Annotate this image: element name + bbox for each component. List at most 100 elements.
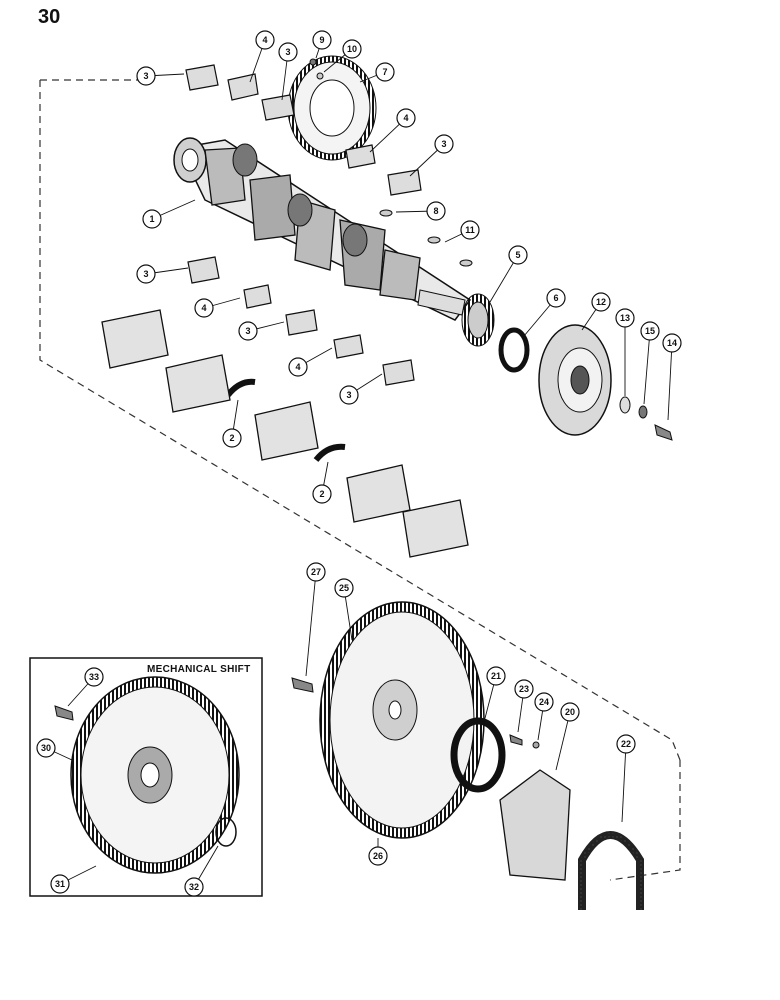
callout-label: 4 — [262, 35, 267, 45]
callout-label: 3 — [245, 326, 250, 336]
callout-bubble — [136, 264, 156, 284]
front-seal — [498, 327, 530, 373]
callout-5: 5 — [489, 245, 528, 303]
rear-seal — [450, 717, 506, 793]
callout-bubble — [312, 30, 332, 50]
callout-label: 8 — [433, 206, 438, 216]
callout-32: 32 — [184, 845, 219, 897]
callout-label: 20 — [565, 707, 575, 717]
leader-line — [667, 342, 673, 421]
callout-label: 4 — [403, 113, 408, 123]
callout-label: 21 — [491, 671, 501, 681]
callout-label: 9 — [319, 35, 324, 45]
callout-label: 5 — [515, 250, 520, 260]
callout-bubble — [640, 321, 660, 341]
callout-8: 8 — [395, 201, 446, 221]
callout-10: 10 — [323, 39, 362, 73]
callout-label: 26 — [373, 851, 383, 861]
callout-bubble — [396, 108, 416, 128]
callout-2: 2 — [222, 399, 242, 448]
callout-bubble — [342, 39, 362, 59]
callout-3: 3 — [238, 321, 285, 341]
callout-bubble — [142, 209, 162, 229]
callout-bubble — [50, 874, 70, 894]
callout-label: 25 — [339, 583, 349, 593]
callout-label: 10 — [347, 44, 357, 54]
callout-27: 27 — [305, 562, 326, 677]
callout-4: 4 — [288, 347, 333, 377]
callout-bubble — [238, 321, 258, 341]
callout-label: 6 — [553, 293, 558, 303]
callout-bubble — [278, 42, 298, 62]
callout-label: 14 — [667, 338, 677, 348]
lower-dashed-outline — [609, 760, 681, 881]
callout-bubble — [426, 201, 446, 221]
callout-4: 4 — [249, 30, 275, 83]
callout-21: 21 — [483, 666, 506, 723]
mechanical-shift-inset: MECHANICAL SHIFT — [29, 657, 263, 897]
callout-bubble — [339, 385, 359, 405]
callout-label: 4 — [201, 303, 206, 313]
callout-bubble — [306, 562, 326, 582]
callout-bubble — [560, 702, 580, 722]
inset-bolt — [54, 705, 74, 721]
callout-22: 22 — [616, 734, 636, 823]
callout-label: 7 — [382, 67, 387, 77]
callout-12: 12 — [581, 292, 611, 331]
callout-23: 23 — [514, 679, 534, 733]
callout-group: 1223333334444567891011121314152021222324… — [36, 30, 682, 897]
callout-bubble — [534, 692, 554, 712]
inset-title: MECHANICAL SHIFT — [147, 664, 251, 675]
leader-line — [305, 571, 317, 677]
callout-13: 13 — [615, 308, 635, 396]
callout-bubble — [184, 877, 204, 897]
callout-bubble — [136, 66, 156, 86]
crank-pulley — [538, 324, 612, 436]
callout-26: 26 — [368, 838, 388, 866]
inset-flywheel — [70, 676, 240, 874]
inset-o-ring — [215, 817, 237, 847]
callout-2: 2 — [312, 461, 332, 504]
seal-retainer — [499, 769, 571, 881]
callout-bubble — [288, 357, 308, 377]
thrust-washer — [225, 378, 256, 397]
callout-4: 4 — [194, 297, 241, 318]
callout-3: 3 — [278, 42, 298, 101]
callout-bubble — [616, 734, 636, 754]
callout-label: 11 — [465, 225, 475, 235]
crank-gear — [287, 55, 377, 161]
callout-label: 3 — [441, 139, 446, 149]
callout-label: 22 — [621, 739, 631, 749]
callout-label: 3 — [346, 390, 351, 400]
page-number: 30 — [38, 6, 61, 28]
callout-label: 24 — [539, 697, 549, 707]
callout-25: 25 — [334, 578, 354, 641]
gear-bolt — [309, 58, 317, 66]
callout-4: 4 — [369, 108, 416, 153]
pulley-bolt — [654, 424, 673, 441]
lock-washer — [638, 405, 648, 419]
callout-bubble — [486, 666, 506, 686]
callout-33: 33 — [67, 667, 104, 707]
retainer-washer — [532, 741, 540, 749]
flywheel — [319, 601, 485, 839]
washer — [619, 396, 631, 414]
callout-3: 3 — [409, 134, 454, 177]
callout-14: 14 — [662, 333, 682, 421]
callout-label: 3 — [285, 47, 290, 57]
callout-label: 27 — [311, 567, 321, 577]
callout-bubble — [312, 484, 332, 504]
callout-bubble — [334, 578, 354, 598]
callout-24: 24 — [534, 692, 554, 741]
callout-15: 15 — [640, 321, 660, 405]
callout-3: 3 — [339, 373, 383, 405]
callout-bubble — [36, 738, 56, 758]
callout-label: 23 — [519, 684, 529, 694]
callout-bubble — [546, 288, 566, 308]
dowel-pin — [379, 209, 393, 217]
retainer-bolt — [509, 734, 523, 746]
callout-bubble — [375, 62, 395, 82]
key — [427, 236, 441, 244]
callout-1: 1 — [142, 199, 196, 229]
